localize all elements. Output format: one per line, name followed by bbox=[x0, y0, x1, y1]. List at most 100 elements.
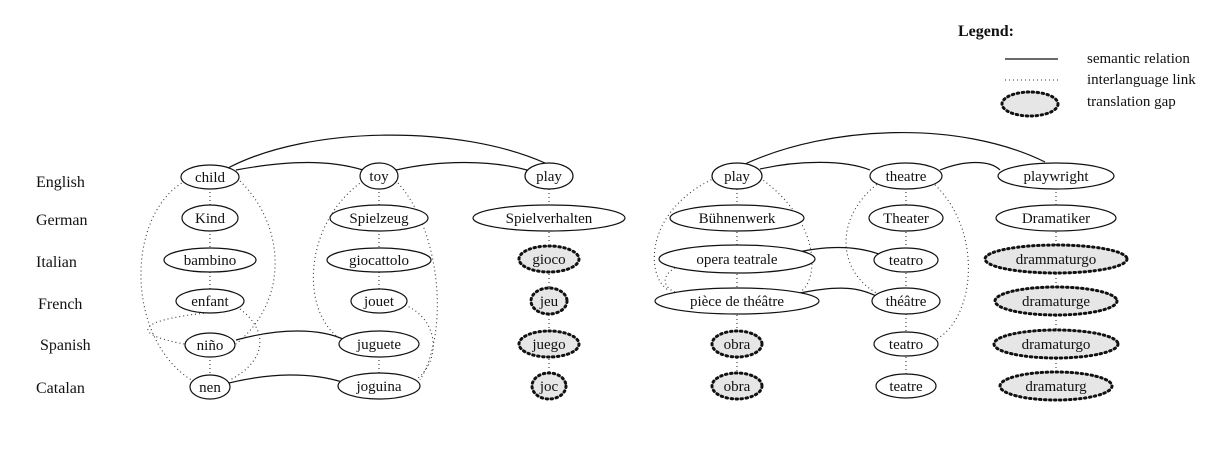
svg-text:dramaturg: dramaturg bbox=[1025, 379, 1087, 395]
svg-text:Spielzeug: Spielzeug bbox=[349, 211, 409, 227]
interlanguage-links bbox=[140, 177, 1057, 382]
node-joc-gap: joc bbox=[530, 371, 568, 401]
svg-text:théâtre: théâtre bbox=[886, 294, 927, 310]
svg-text:Theater: Theater bbox=[883, 211, 929, 227]
node-joguina: joguina bbox=[337, 372, 421, 400]
svg-text:play: play bbox=[536, 169, 562, 185]
legend-gap-label: translation gap bbox=[1087, 94, 1176, 110]
nodes: child Kind bambino enfant niño nen toy bbox=[163, 162, 1129, 402]
node-dramaturg-gap: dramaturg bbox=[998, 370, 1114, 402]
node-dramatiker: Dramatiker bbox=[995, 204, 1117, 232]
node-teatro-es: teatro bbox=[873, 331, 939, 357]
ilink bbox=[147, 311, 217, 346]
svg-text:Dramatiker: Dramatiker bbox=[1022, 211, 1090, 227]
svg-text:teatro: teatro bbox=[889, 337, 923, 353]
semantic-edge-piece-theatre bbox=[799, 287, 881, 299]
semantic-relations bbox=[227, 132, 1046, 384]
svg-text:niño: niño bbox=[197, 338, 224, 354]
legend: Legend: semantic relation interlanguage … bbox=[958, 23, 1196, 118]
node-dramaturge-gap: dramaturge bbox=[993, 285, 1119, 317]
node-obra-es-gap: obra bbox=[710, 329, 764, 359]
node-spielverhalten: Spielverhalten bbox=[472, 204, 626, 232]
node-theatre: theatre bbox=[869, 162, 943, 190]
svg-text:Bühnenwerk: Bühnenwerk bbox=[699, 211, 776, 227]
node-kind: Kind bbox=[181, 204, 239, 232]
semantic-edge-play-theatre bbox=[759, 161, 871, 171]
node-playwright: playwright bbox=[997, 162, 1115, 190]
svg-text:juego: juego bbox=[531, 337, 565, 353]
node-jouet: jouet bbox=[350, 288, 408, 314]
svg-text:dramaturgo: dramaturgo bbox=[1022, 337, 1091, 353]
semantic-edge-theatre-playwright bbox=[939, 161, 1001, 171]
node-drammaturgo-gap: drammaturgo bbox=[983, 243, 1129, 275]
node-giocattolo: giocattolo bbox=[326, 247, 432, 273]
node-dramaturgo-gap: dramaturgo bbox=[992, 328, 1120, 360]
lang-italian: Italian bbox=[36, 254, 77, 271]
legend-semantic-label: semantic relation bbox=[1087, 51, 1190, 67]
node-juguete: juguete bbox=[338, 330, 420, 358]
node-opera-teatrale: opera teatrale bbox=[658, 244, 816, 274]
svg-text:gioco: gioco bbox=[532, 252, 565, 268]
node-theater: Theater bbox=[868, 204, 944, 232]
svg-text:Kind: Kind bbox=[195, 211, 226, 227]
svg-text:obra: obra bbox=[724, 337, 751, 353]
svg-text:Spielverhalten: Spielverhalten bbox=[506, 211, 593, 227]
node-teatre: teatre bbox=[875, 373, 937, 399]
legend-gap-ellipse bbox=[1000, 90, 1060, 118]
ilink bbox=[235, 180, 276, 345]
lang-french: French bbox=[38, 296, 82, 313]
svg-text:bambino: bambino bbox=[184, 253, 237, 269]
node-toy: toy bbox=[359, 162, 399, 190]
svg-text:joguina: joguina bbox=[356, 379, 402, 395]
node-buhnenwerk: Bühnenwerk bbox=[669, 204, 805, 232]
svg-text:juguete: juguete bbox=[356, 337, 401, 353]
lang-german: German bbox=[36, 212, 88, 229]
node-play-en-2: play bbox=[711, 162, 763, 190]
node-juego-gap: juego bbox=[517, 329, 581, 359]
svg-text:jeu: jeu bbox=[539, 294, 559, 310]
ilink bbox=[845, 181, 881, 295]
svg-text:nen: nen bbox=[199, 380, 221, 396]
node-theatre-fr: théâtre bbox=[871, 287, 941, 315]
legend-title: Legend: bbox=[958, 23, 1014, 40]
node-enfant: enfant bbox=[175, 288, 245, 314]
svg-text:jouet: jouet bbox=[363, 294, 395, 310]
node-teatro-it: teatro bbox=[873, 247, 939, 273]
node-jeu-gap: jeu bbox=[529, 286, 569, 316]
semantic-edge-nen-joguina bbox=[228, 374, 343, 384]
semantic-edge-toy-play bbox=[395, 161, 528, 171]
ilink bbox=[404, 304, 434, 379]
svg-text:dramaturge: dramaturge bbox=[1022, 294, 1090, 310]
node-nino: niño bbox=[184, 332, 236, 358]
svg-text:giocattolo: giocattolo bbox=[349, 253, 409, 269]
svg-text:teatro: teatro bbox=[889, 253, 923, 269]
node-obra-ca-gap: obra bbox=[710, 371, 764, 401]
semantic-edge-child-toy bbox=[235, 161, 364, 171]
svg-text:play: play bbox=[724, 169, 750, 185]
svg-text:obra: obra bbox=[724, 379, 751, 395]
lang-spanish: Spanish bbox=[40, 337, 91, 354]
ilink bbox=[759, 177, 813, 293]
svg-text:child: child bbox=[195, 170, 225, 186]
svg-text:enfant: enfant bbox=[191, 294, 229, 310]
node-nen: nen bbox=[189, 374, 231, 400]
ilink bbox=[140, 180, 194, 382]
lang-english: English bbox=[36, 174, 85, 191]
node-spielzeug: Spielzeug bbox=[329, 204, 429, 232]
legend-interlanguage-label: interlanguage link bbox=[1087, 72, 1196, 88]
language-labels: English German Italian French Spanish Ca… bbox=[36, 174, 91, 397]
lang-catalan: Catalan bbox=[36, 380, 85, 397]
semantic-edge-nino-juguete bbox=[235, 330, 346, 341]
svg-text:toy: toy bbox=[369, 169, 389, 185]
svg-text:theatre: theatre bbox=[886, 169, 927, 185]
svg-text:teatre: teatre bbox=[889, 379, 923, 395]
node-child: child bbox=[180, 164, 240, 190]
svg-text:playwright: playwright bbox=[1024, 169, 1090, 185]
node-play-en-1: play bbox=[524, 162, 574, 190]
svg-text:opera teatrale: opera teatrale bbox=[696, 252, 778, 268]
svg-text:joc: joc bbox=[539, 379, 559, 395]
node-piece-de-theatre: pièce de théâtre bbox=[654, 287, 820, 315]
ilink bbox=[653, 177, 716, 291]
svg-text:drammaturgo: drammaturgo bbox=[1016, 252, 1097, 268]
semantic-edge-play-playwright bbox=[744, 132, 1046, 165]
